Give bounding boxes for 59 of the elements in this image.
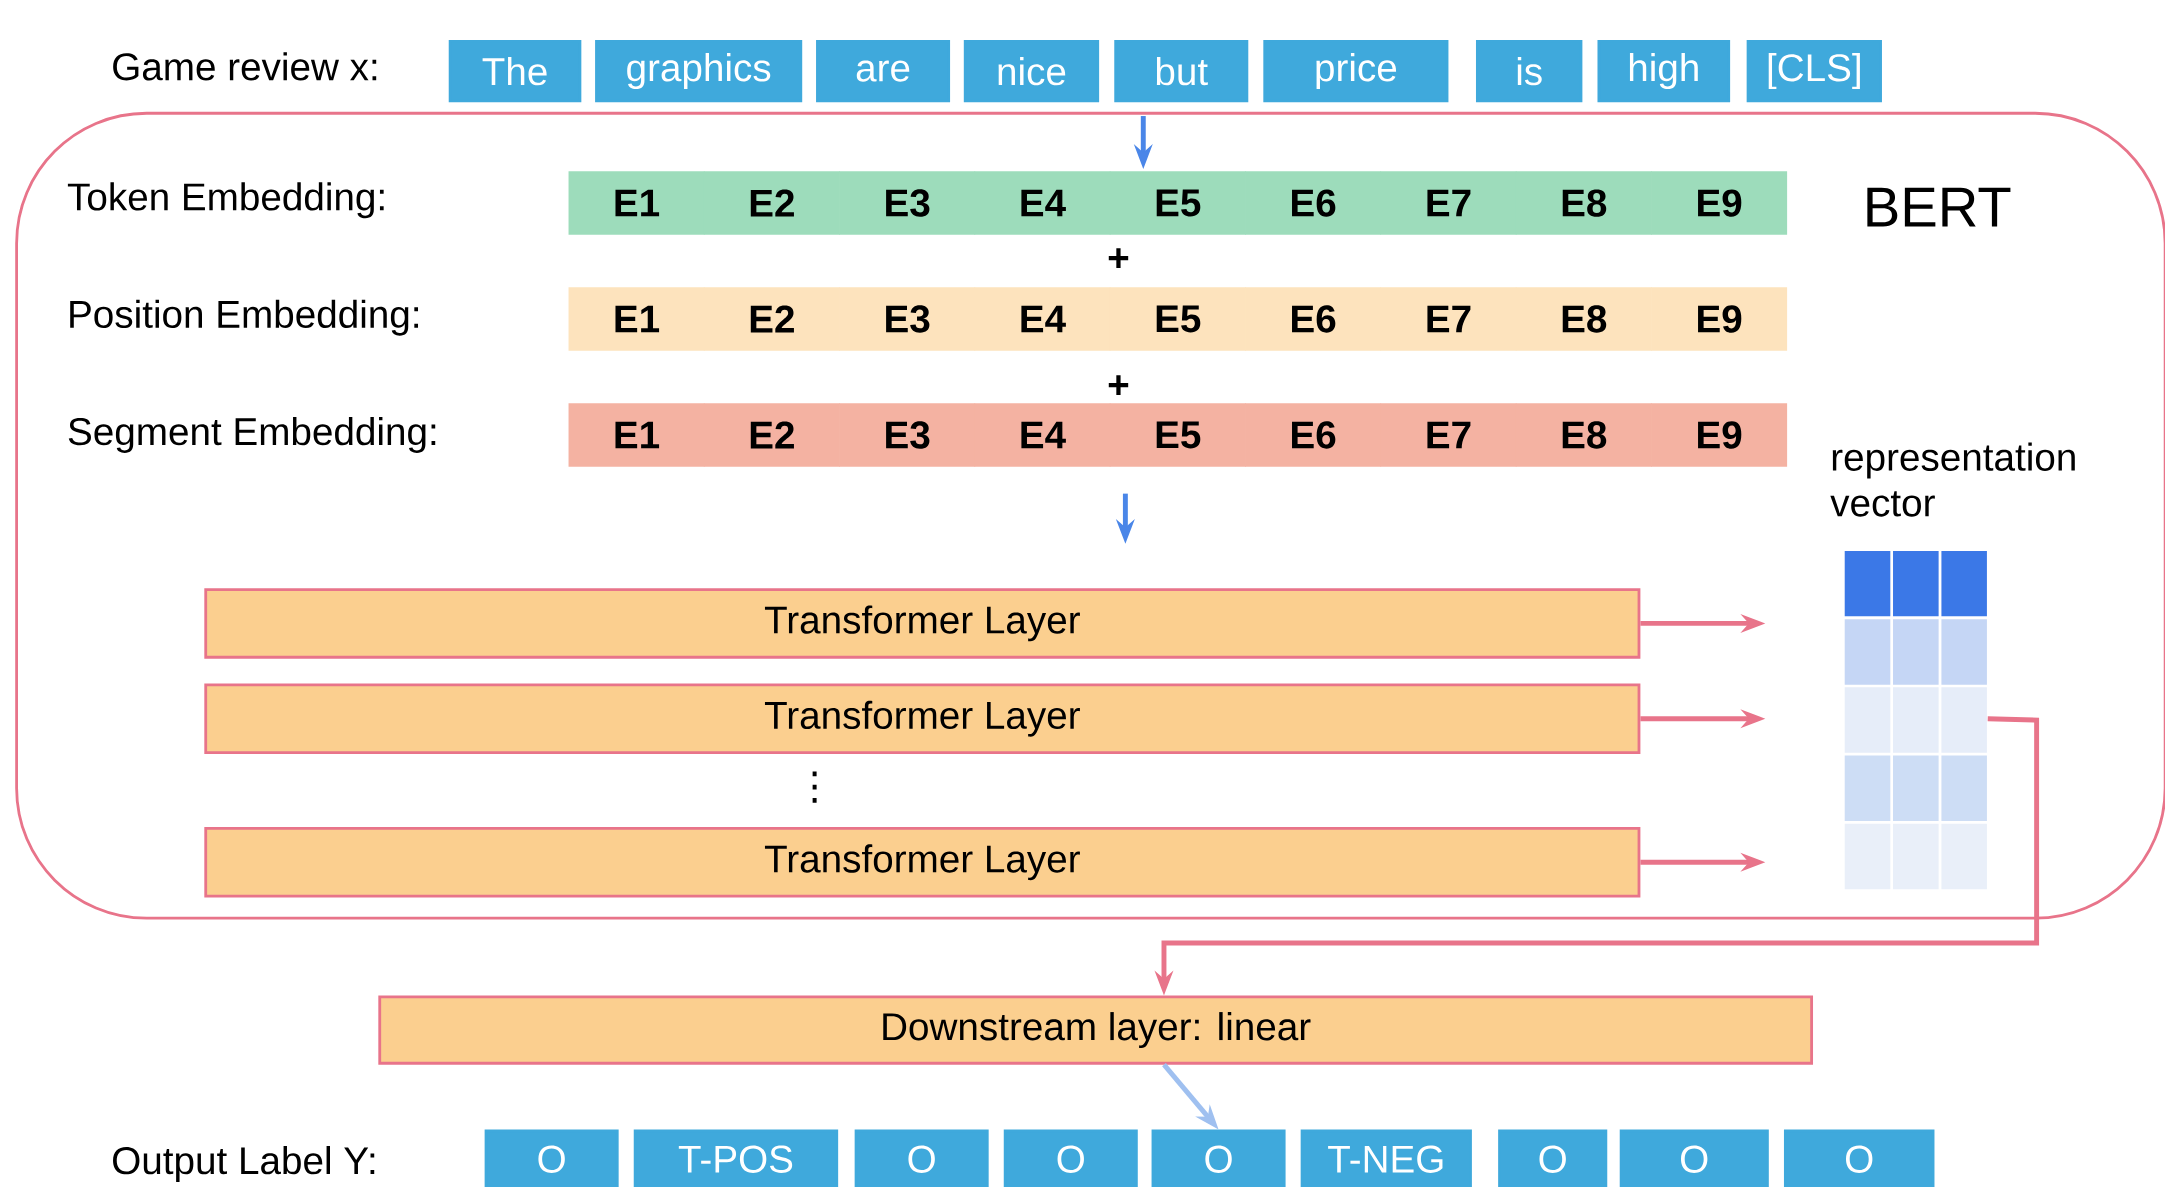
embedding-cell: E5	[1109, 286, 1246, 351]
token-box: [CLS]	[1746, 39, 1882, 102]
token-box: but	[1114, 39, 1249, 102]
embedding-cell: E9	[1651, 402, 1788, 467]
plus-sign: +	[1108, 375, 1129, 395]
label-box: O	[1619, 1129, 1769, 1187]
token-box: are	[816, 39, 951, 102]
embedding-cell: E8	[1515, 402, 1652, 467]
embedding-cell: E1	[568, 402, 705, 467]
embedding-cell: E8	[1515, 286, 1652, 351]
row-label: Game review x:	[113, 51, 377, 81]
embedding-cell: E6	[1245, 286, 1382, 351]
embedding-cell: E7	[1380, 286, 1517, 351]
token-box: is	[1475, 39, 1583, 102]
embedding-cell: E5	[1109, 171, 1246, 235]
token-box: price	[1263, 39, 1449, 102]
embedding-cell: E7	[1380, 171, 1517, 235]
embedding-cell: E3	[839, 171, 976, 235]
embedding-cell: E4	[974, 286, 1111, 351]
ellipsis-dots: ⋮	[812, 771, 817, 803]
embedding-cell: E8	[1515, 171, 1652, 235]
row-label: Position Embedding:	[70, 299, 418, 336]
embedding-cell: E9	[1651, 286, 1788, 351]
model-title: BERT	[1867, 187, 2011, 227]
token-box: high	[1597, 39, 1731, 102]
embedding-cell: E3	[839, 402, 976, 467]
label-box: O	[1151, 1129, 1286, 1187]
label-box: T-POS	[633, 1129, 839, 1187]
label-box: O	[484, 1129, 619, 1187]
row-label: Token Embedding:	[67, 182, 384, 218]
layer-box: Transformer Layer	[204, 587, 1641, 659]
embedding-cell: E2	[703, 402, 840, 467]
embedding-cell: E4	[974, 402, 1111, 467]
embedding-cell: E9	[1651, 171, 1788, 235]
embedding-cell: E7	[1380, 402, 1517, 467]
embedding-cell: E3	[839, 286, 976, 351]
plus-sign: +	[1108, 248, 1129, 268]
embedding-cell: E2	[703, 171, 840, 235]
label-box: O	[854, 1129, 989, 1187]
layer-box: Transformer Layer	[204, 683, 1641, 754]
vector-heading: representation vector	[1830, 442, 2075, 517]
layer-box: Downstream layer: linear	[378, 995, 1814, 1065]
label-box: O	[1498, 1129, 1608, 1187]
embedding-cell: E5	[1109, 402, 1246, 467]
row-label: Segment Embedding:	[68, 416, 436, 453]
label-box: O	[1783, 1129, 1935, 1187]
embedding-cell: E1	[568, 286, 705, 351]
label-box: O	[1003, 1129, 1138, 1187]
label-box: T-NEG	[1300, 1129, 1472, 1187]
token-box: nice	[963, 39, 1100, 102]
embedding-cell: E6	[1245, 171, 1382, 235]
embedding-cell: E1	[568, 171, 705, 235]
embedding-cell: E4	[974, 171, 1111, 235]
row-label: Output Label Y:	[113, 1145, 375, 1182]
embedding-cell: E6	[1245, 402, 1382, 467]
token-box: graphics	[595, 39, 803, 102]
embedding-cell: E2	[703, 286, 840, 351]
token-box: The	[448, 39, 582, 102]
layer-box: Transformer Layer	[204, 826, 1641, 898]
